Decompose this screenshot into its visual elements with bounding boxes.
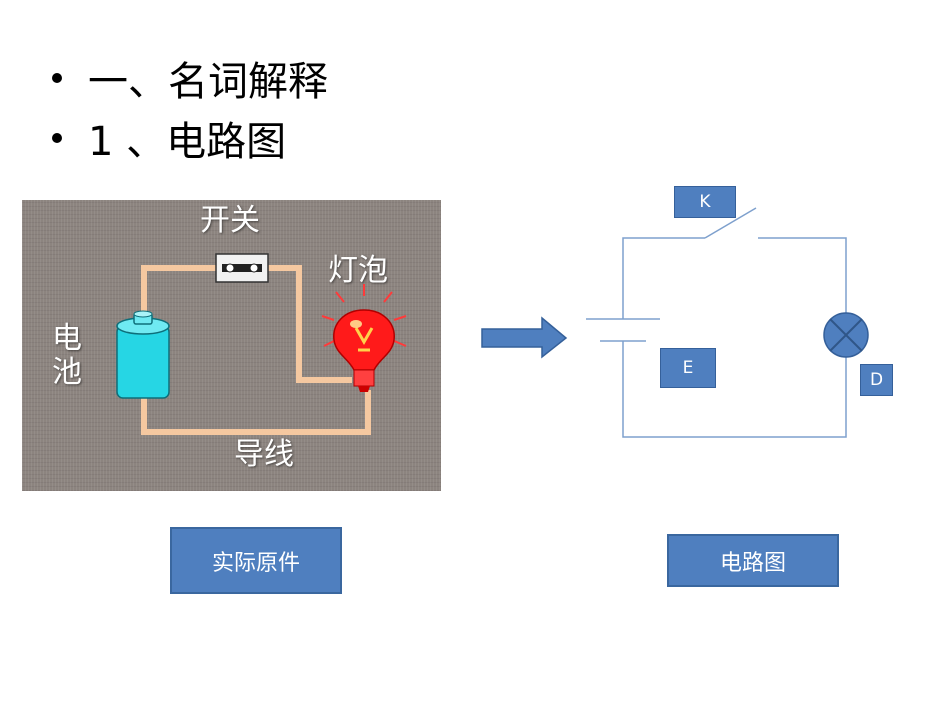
wire-label: 导线 — [234, 437, 294, 472]
switch-icon — [215, 253, 269, 283]
switch-label: 开关 — [200, 203, 260, 238]
bullet-list: 一、名词解释 1 、电路图 — [52, 48, 328, 168]
bullet-dot — [52, 133, 62, 143]
battery-icon — [116, 310, 170, 399]
switch-tag: K — [674, 186, 736, 218]
lamp-symbol-icon — [823, 312, 869, 358]
real-circuit-picture: 开关 灯泡 电 池 导线 — [22, 200, 441, 491]
wire-right-bottom — [622, 341, 847, 438]
battery-label-bottom: 池 — [52, 355, 82, 390]
wire-top-right — [758, 237, 847, 314]
right-arrow-icon — [481, 316, 568, 359]
real-circuit-drawing — [116, 253, 407, 435]
light-bulb-icon — [321, 284, 407, 392]
wire-top — [141, 265, 218, 320]
lamp-tag: D — [860, 364, 893, 396]
circuit-wires — [586, 207, 847, 438]
bulb-label: 灯泡 — [328, 253, 388, 288]
bullet-text-1: 一、名词解释 — [88, 59, 328, 105]
bullet-item: 1 、电路图 — [52, 108, 328, 168]
battery-tag: E — [660, 348, 716, 388]
bullet-dot — [52, 73, 62, 83]
bullet-text-2: 1 、电路图 — [88, 119, 287, 165]
caption-real-components: 实际原件 — [170, 527, 342, 594]
wire — [141, 265, 371, 435]
bullet-item: 一、名词解释 — [52, 48, 328, 108]
caption-circuit-diagram: 电路图 — [667, 534, 839, 587]
battery-label-top: 电 — [52, 321, 82, 356]
wire-bottom — [141, 390, 371, 435]
wire-switch-to-bulb — [266, 265, 352, 383]
switch-blade — [704, 207, 757, 239]
wire-left-top — [622, 237, 705, 319]
